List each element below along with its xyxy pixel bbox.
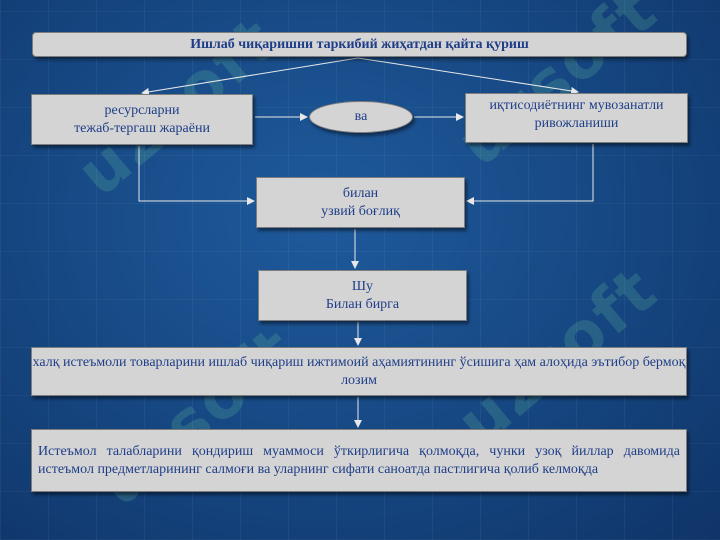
statement-2: Истеъмол талабларини қондириш муаммоси ў… (31, 429, 687, 492)
diagram-title: Ишлаб чиқаришни таркибий жиҳатдан қайта … (32, 32, 687, 57)
arrow-title-to-right (357, 57, 579, 95)
right-node: иқтисодиётнинг мувозанатли ривожланиши (465, 93, 688, 143)
connector-oval: ва (309, 101, 413, 133)
middle-node: билан узвий боғлиқ (256, 177, 465, 228)
arrow-title-to-left (141, 57, 359, 96)
lower-node: Шу Билан бирга (258, 270, 467, 321)
statement-1: халқ истеъмоли товарларини ишлаб чиқариш… (31, 347, 687, 396)
arrow-left-to-middle (138, 146, 255, 205)
arrow-right-to-middle (466, 144, 594, 205)
left-node: ресурсларни тежаб-тергаш жараёни (31, 94, 253, 145)
